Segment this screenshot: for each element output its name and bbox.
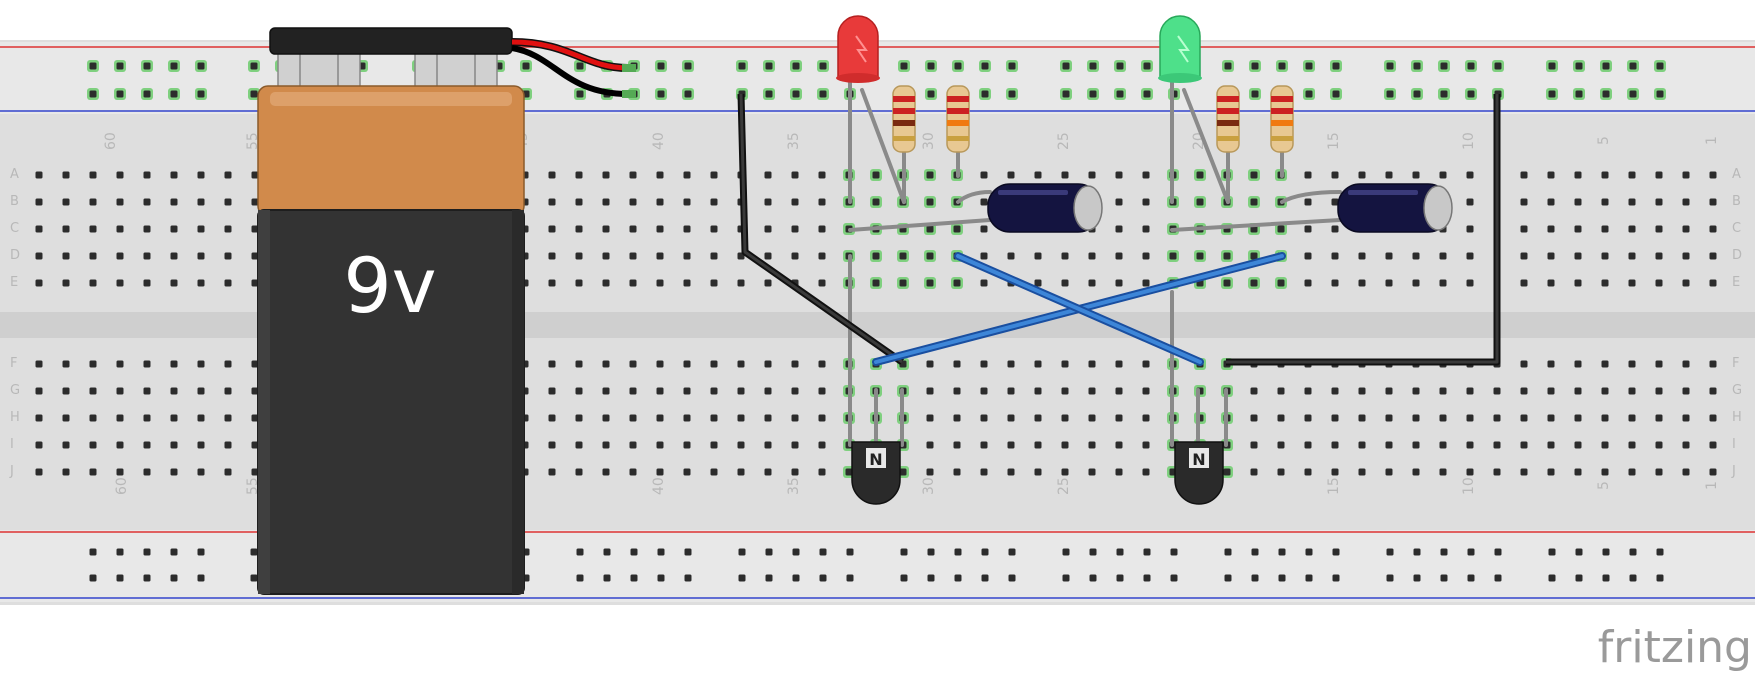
battery-cap xyxy=(269,27,513,55)
column-number-10: 10 xyxy=(1461,132,1477,150)
column-number-5-bottom: 5 xyxy=(1596,481,1612,490)
column-number-35-bottom: 35 xyxy=(786,477,802,495)
transistor-right-mark: N xyxy=(1192,450,1205,469)
row-letter-a-right: A xyxy=(1732,167,1741,182)
transistor-left: N xyxy=(851,441,901,505)
row-letter-d: D xyxy=(10,248,20,263)
capacitor-left xyxy=(987,183,1103,233)
row-letters-right: A B C D E F G H I J xyxy=(1731,167,1742,479)
row-letter-a: A xyxy=(10,167,19,182)
battery-leads xyxy=(511,38,636,98)
column-number-5: 5 xyxy=(1596,136,1612,145)
column-number-30: 30 xyxy=(921,132,937,150)
capacitor-right xyxy=(1337,183,1453,233)
column-number-40-bottom: 40 xyxy=(651,477,667,495)
transistor-right: N xyxy=(1174,441,1224,505)
battery-9v[interactable]: 9v xyxy=(257,27,525,595)
resistor-3 xyxy=(1216,85,1240,153)
column-number-25: 25 xyxy=(1056,132,1072,150)
row-letter-j: J xyxy=(9,464,14,479)
column-numbers-bottom: 60 55 40 35 30 25 20 15 10 5 1 xyxy=(114,477,1720,495)
column-number-60-bottom: 60 xyxy=(114,477,130,495)
battery-label: 9v xyxy=(343,241,436,330)
column-number-35: 35 xyxy=(786,132,802,150)
component-leads xyxy=(848,64,1342,447)
row-letters-left: A B C D E F G H I J xyxy=(9,167,20,479)
row-letter-d-right: D xyxy=(1732,248,1742,263)
column-number-15: 15 xyxy=(1326,132,1342,150)
column-number-55: 55 xyxy=(245,132,261,150)
led-green xyxy=(1158,15,1202,83)
transistor-left-mark: N xyxy=(869,450,882,469)
row-letter-b: B xyxy=(10,194,19,209)
column-number-1-bottom: 1 xyxy=(1704,481,1720,490)
resistor-2 xyxy=(946,85,970,153)
resistor-1 xyxy=(892,85,916,153)
row-letter-c-right: C xyxy=(1732,221,1741,236)
wires xyxy=(737,93,1501,366)
led-red xyxy=(836,15,880,83)
fritzing-logo: fritzing xyxy=(1598,622,1752,673)
row-letter-c: C xyxy=(10,221,19,236)
row-letter-e: E xyxy=(10,275,18,290)
column-number-25-bottom: 25 xyxy=(1056,477,1072,495)
battery-black-wire xyxy=(511,45,629,97)
row-letter-h-right: H xyxy=(1732,410,1742,425)
row-letter-h: H xyxy=(10,410,20,425)
row-letter-j-right: J xyxy=(1731,464,1736,479)
row-letter-e-right: E xyxy=(1732,275,1740,290)
column-number-1: 1 xyxy=(1704,136,1720,145)
row-letter-i-right: I xyxy=(1732,437,1736,452)
row-letter-f: F xyxy=(10,356,17,371)
column-number-40: 40 xyxy=(651,132,667,150)
column-number-10-bottom: 10 xyxy=(1461,477,1477,495)
row-letter-f-right: F xyxy=(1732,356,1739,371)
row-letter-g-right: G xyxy=(1732,383,1742,398)
column-number-15-bottom: 15 xyxy=(1326,477,1342,495)
column-number-30-bottom: 30 xyxy=(921,477,937,495)
row-letter-i: I xyxy=(10,437,14,452)
resistor-4 xyxy=(1270,85,1294,153)
row-letter-g: G xyxy=(10,383,20,398)
row-letter-b-right: B xyxy=(1732,194,1741,209)
column-number-60: 60 xyxy=(103,132,119,150)
